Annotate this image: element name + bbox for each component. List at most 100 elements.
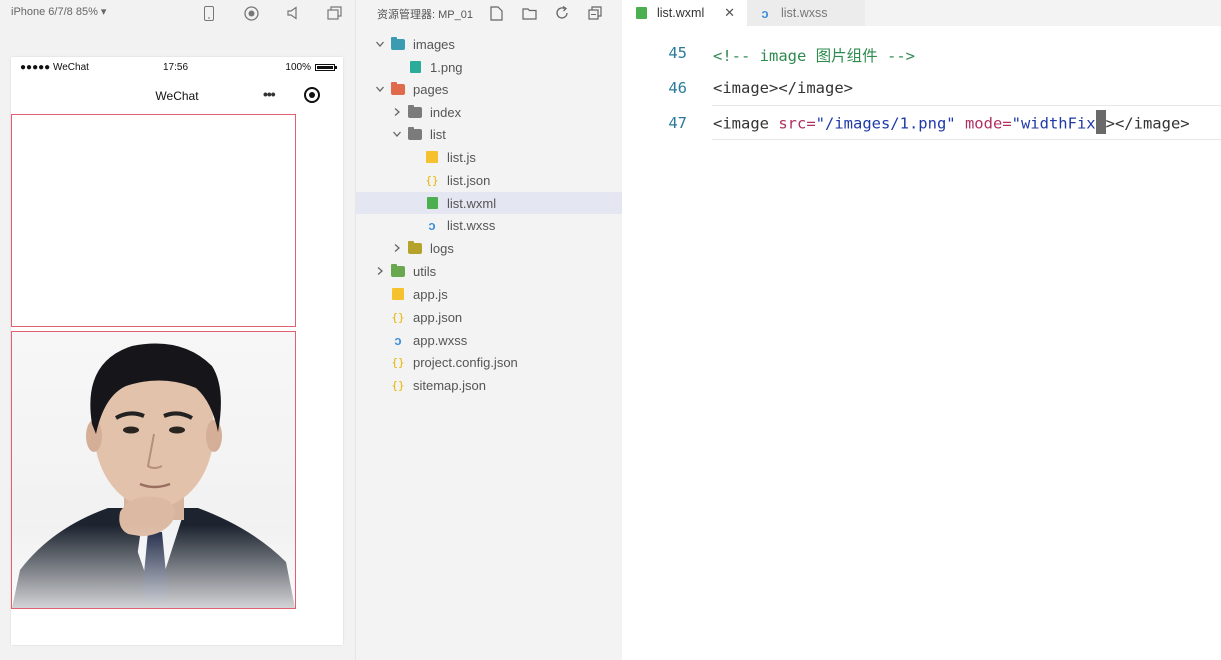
tree-item-label: project.config.json xyxy=(413,354,518,370)
tree-spacer xyxy=(391,61,403,73)
editor-tabbar: list.wxml ✕ ↄ list.wxss xyxy=(622,0,1221,26)
tree-item-logs[interactable]: logs xyxy=(356,237,622,259)
value-mode: "widthFix xyxy=(1011,114,1096,133)
folder-icon xyxy=(408,240,422,255)
empty-image-placeholder xyxy=(11,114,296,327)
battery-percent: 100% xyxy=(285,62,311,73)
tree-spacer xyxy=(374,379,386,391)
json-file-icon: {} xyxy=(391,310,405,324)
tree-item-list-wxml[interactable]: list.wxml xyxy=(356,192,622,214)
tree-item-label: pages xyxy=(413,81,449,97)
chevron-down-icon[interactable] xyxy=(374,83,386,95)
attr-src: src= xyxy=(778,114,816,133)
code-editor: list.wxml ✕ ↄ list.wxss 45 <!-- image 图片… xyxy=(622,0,1221,660)
tab-list-wxss[interactable]: ↄ list.wxss xyxy=(747,0,865,26)
capsule-close-icon[interactable] xyxy=(304,87,320,103)
collapse-all-icon[interactable] xyxy=(585,3,605,23)
tree-item-utils[interactable]: utils xyxy=(356,260,622,282)
json-file-icon: {} xyxy=(425,173,439,187)
record-icon[interactable] xyxy=(241,3,261,23)
status-time: 17:56 xyxy=(163,62,189,73)
tree-item-label: list.json xyxy=(447,172,491,188)
detach-window-icon[interactable] xyxy=(324,3,344,23)
tree-item-label: list.wxml xyxy=(447,195,497,211)
tree-item-index[interactable]: index xyxy=(356,101,622,123)
phone-screen: ●●●●● WeChat 17:56 100% WeChat ••• xyxy=(11,57,343,645)
simulator-toolbar: iPhone 6/7/8 85% ▾ xyxy=(0,0,355,26)
volume-icon[interactable] xyxy=(283,3,303,23)
code-line-45[interactable]: 45 <!-- image 图片组件 --> xyxy=(622,38,1221,68)
more-menu-button[interactable]: ••• xyxy=(263,86,276,102)
tree-item-label: list.js xyxy=(447,149,476,165)
close-tab-icon[interactable]: ✕ xyxy=(724,5,735,20)
phone-icon[interactable] xyxy=(199,3,219,23)
tree-spacer xyxy=(374,356,386,368)
tree-item-label: list xyxy=(430,126,446,142)
tab-label: list.wxss xyxy=(781,6,828,20)
tree-spacer xyxy=(408,174,420,186)
json-file-icon: {} xyxy=(391,355,405,369)
tree-item-list-js[interactable]: list.js xyxy=(356,146,622,168)
tree-spacer xyxy=(408,219,420,231)
tag-close: ></image> xyxy=(1105,114,1190,133)
simulator-pane: iPhone 6/7/8 85% ▾ ●●●●● WeChat 17:56 10… xyxy=(0,0,355,660)
folder-icon xyxy=(391,36,405,51)
wxss-file-icon: ↄ xyxy=(394,332,402,348)
tag-open: <image xyxy=(713,114,779,133)
explorer-header: 资源管理器: MP_01 xyxy=(356,0,622,26)
text-cursor xyxy=(1095,110,1106,134)
tree-spacer xyxy=(374,311,386,323)
code-line-46[interactable]: 46 <image></image> xyxy=(622,73,1221,103)
folder-icon xyxy=(391,263,405,278)
tree-item-images[interactable]: images xyxy=(356,33,622,55)
battery-status: 100% xyxy=(285,62,337,73)
tree-item-label: index xyxy=(430,104,462,120)
tree-item-label: app.json xyxy=(413,309,463,325)
value-src: "/images/1.png" xyxy=(815,114,956,133)
chevron-down-icon[interactable] xyxy=(374,38,386,50)
tree-spacer xyxy=(408,151,420,163)
tree-item-app-js[interactable]: app.js xyxy=(356,283,622,305)
tree-item-label: images xyxy=(413,36,455,52)
chevron-right-icon[interactable] xyxy=(391,242,403,254)
chevron-down-icon[interactable] xyxy=(391,128,403,140)
folder-icon xyxy=(408,104,422,119)
tree-item-label: 1.png xyxy=(430,59,463,75)
tree-item-sitemap-json[interactable]: {}sitemap.json xyxy=(356,374,622,396)
new-folder-icon[interactable] xyxy=(519,3,539,23)
line-number: 46 xyxy=(668,79,687,97)
chevron-right-icon[interactable] xyxy=(391,106,403,118)
wxss-file-icon: ↄ xyxy=(761,5,769,21)
tree-spacer xyxy=(374,334,386,346)
refresh-icon[interactable] xyxy=(552,3,572,23)
tree-item-label: list.wxss xyxy=(447,217,496,233)
tree-spacer xyxy=(374,288,386,300)
carrier-label: ●●●●● WeChat xyxy=(20,62,89,73)
tree-item-list-wxss[interactable]: ↄ list.wxss xyxy=(356,214,622,236)
json-file-icon: {} xyxy=(391,378,405,392)
folder-icon xyxy=(408,126,422,141)
wxss-file-icon: ↄ xyxy=(428,217,436,233)
tab-list-wxml[interactable]: list.wxml ✕ xyxy=(622,0,747,26)
tree-item-list-json[interactable]: {} list.json xyxy=(356,169,622,191)
portrait-image xyxy=(11,331,296,609)
js-file-icon xyxy=(425,150,439,164)
device-select[interactable]: iPhone 6/7/8 85% ▾ xyxy=(11,6,107,18)
js-file-icon xyxy=(391,287,405,301)
tree-item-label: logs xyxy=(430,240,454,256)
new-file-icon[interactable] xyxy=(486,3,506,23)
explorer-title: 资源管理器: MP_01 xyxy=(377,9,473,21)
tree-item-1-png[interactable]: 1.png xyxy=(356,56,622,78)
chevron-right-icon[interactable] xyxy=(374,265,386,277)
attr-mode: mode= xyxy=(955,114,1012,133)
wxml-file-icon xyxy=(425,196,439,210)
tree-item-list[interactable]: list xyxy=(356,123,622,145)
code-line-47[interactable]: 47 <image src="/images/1.png" mode="widt… xyxy=(622,108,1221,138)
tree-item-pages[interactable]: pages xyxy=(356,78,622,100)
tree-item-project-config-json[interactable]: {} project.config.json xyxy=(356,351,622,373)
image-file-icon xyxy=(408,60,422,74)
wxml-file-icon xyxy=(634,6,648,20)
tree-item-app-json[interactable]: {} app.json xyxy=(356,306,622,328)
